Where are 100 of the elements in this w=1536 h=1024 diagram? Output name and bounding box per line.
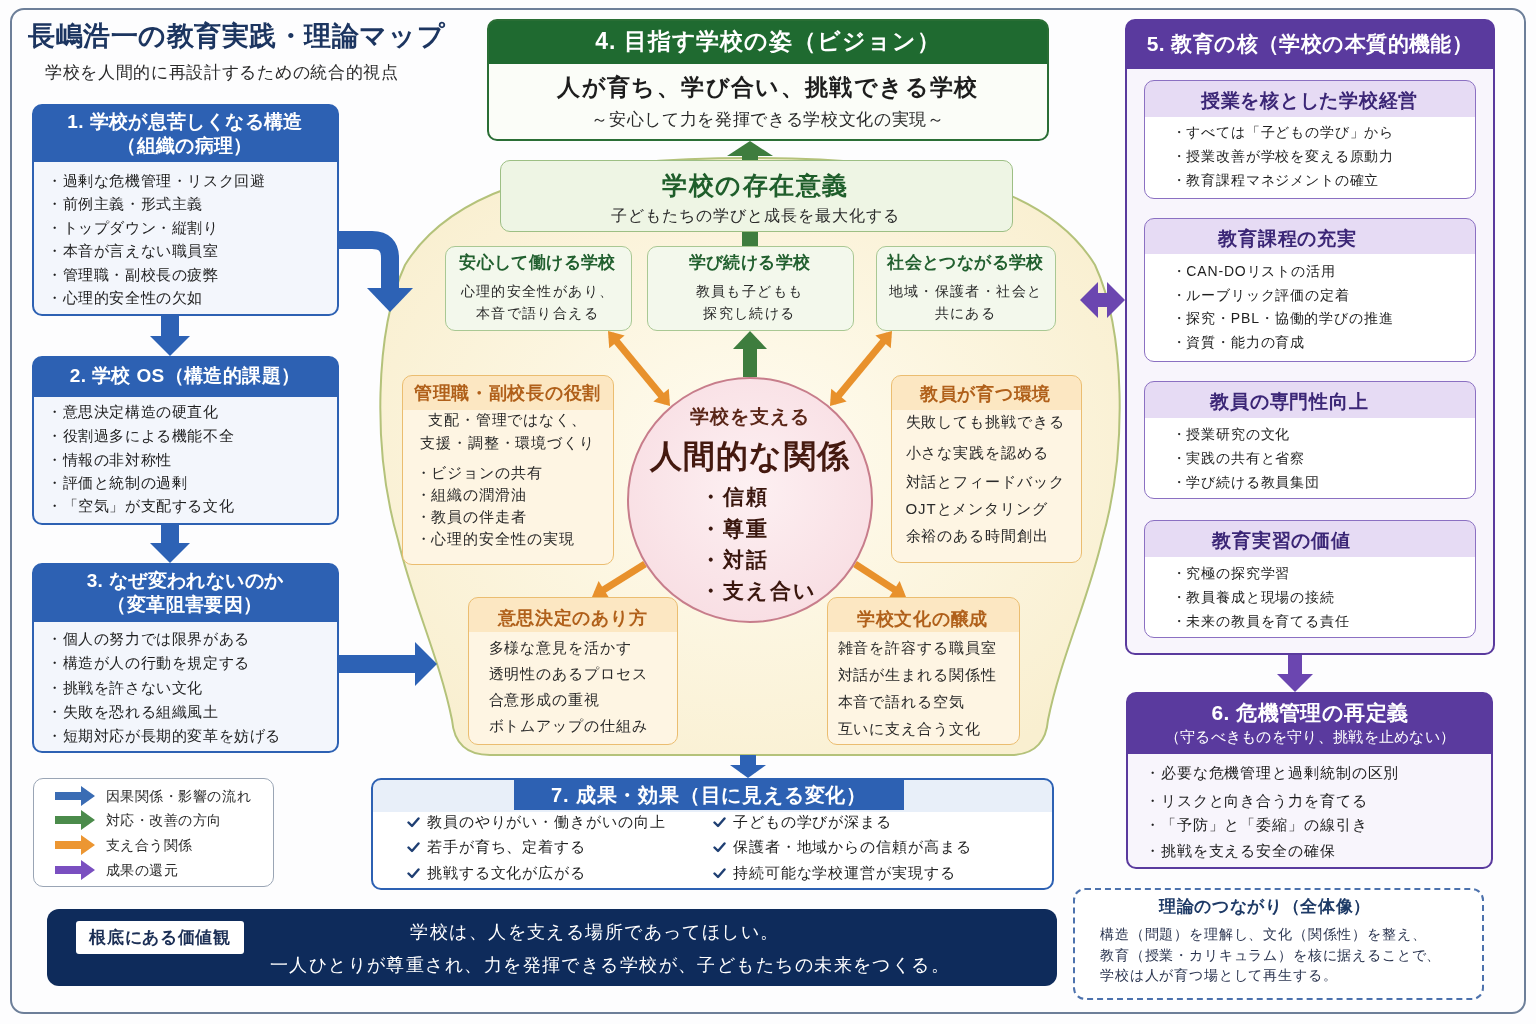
list-item: ・過剰な危機管理・リスク回避 bbox=[47, 171, 266, 191]
list-item: 余裕のある時間創出 bbox=[905, 525, 1049, 546]
connector-bar bbox=[742, 232, 758, 246]
arrow bbox=[1277, 655, 1313, 692]
arrow bbox=[853, 561, 906, 598]
body-text: 地域・保護者・社会と共にある bbox=[887, 281, 1044, 323]
legend-label: 成果の還元 bbox=[105, 860, 179, 879]
section-heading: （組織の病理） bbox=[117, 134, 253, 158]
body-text: 支配・管理ではなく、支援・調整・環境づくり bbox=[420, 409, 595, 453]
list-item: ・授業研究の文化 bbox=[1171, 424, 1291, 443]
list-item: ・挑戦を支える安全の確保 bbox=[1145, 841, 1336, 861]
section-box bbox=[1125, 19, 1495, 655]
info-box bbox=[1144, 80, 1476, 199]
list-item: 失敗しても挑戦できる bbox=[905, 411, 1065, 432]
list-item: ・実践の共有と省察 bbox=[1171, 448, 1306, 467]
list-item: 互いに支え合う文化 bbox=[837, 718, 981, 739]
list-item: ・教員養成と現場の接続 bbox=[1171, 587, 1335, 606]
list-item: ・CAN-DOリストの活用 bbox=[1171, 261, 1336, 280]
list-item: ・未来の教員を育てる責任 bbox=[1171, 611, 1350, 630]
arrow bbox=[339, 642, 437, 686]
info-box bbox=[402, 375, 614, 565]
section-box bbox=[487, 19, 1049, 141]
section-box bbox=[32, 356, 339, 525]
list-item: ・意思決定構造の硬直化 bbox=[47, 402, 219, 422]
banner-text: 一人ひとりが尊重され、力を発揮できる学校が、子どもたちの未来をつくる。 bbox=[269, 954, 951, 977]
info-box bbox=[647, 246, 854, 331]
box-title: 教員が育つ環境 bbox=[920, 382, 1051, 405]
list-item: ・前例主義・形式主義 bbox=[47, 194, 203, 214]
list-item: 若手が育ち、定着する bbox=[427, 837, 586, 857]
list-item: ・心理的安全性の実現 bbox=[415, 528, 575, 548]
list-item: ・信頼 bbox=[700, 484, 770, 510]
list-item: ・「予防」と「委縮」の線引き bbox=[1145, 815, 1368, 835]
list-item: 合意形成の重視 bbox=[488, 689, 600, 710]
list-item: ・管理職・副校長の疲弊 bbox=[47, 265, 219, 285]
arrow bbox=[727, 141, 773, 160]
list-item: 持続可能な学校運営が実現する bbox=[733, 863, 956, 883]
list-item: ・トップダウン・縦割り bbox=[47, 218, 219, 238]
list-item: ・探究・PBL・協働的学びの推進 bbox=[1171, 308, 1394, 327]
legend-label: 支え合う関係 bbox=[105, 835, 193, 854]
list-item: ・リスクと向き合う力を育てる bbox=[1145, 791, 1368, 811]
list-item: ・教員の伴走者 bbox=[415, 506, 527, 527]
list-item: 小さな実践を認める bbox=[905, 442, 1049, 463]
section-heading: 5. 教育の核（学校の本質的機能） bbox=[1146, 30, 1474, 57]
list-item: ・構造が人の行動を規定する bbox=[47, 653, 250, 673]
section-heading: 6. 危機管理の再定義 bbox=[1211, 699, 1409, 726]
info-box bbox=[445, 246, 632, 331]
section-heading: （変革阻害要因） bbox=[107, 593, 263, 617]
box-title: 授業を核とした学校経営 bbox=[1200, 88, 1419, 112]
arrow bbox=[339, 231, 413, 312]
subheading: （守るべきものを守り、挑戦を止めない） bbox=[1164, 727, 1456, 747]
box-title: 意思決定のあり方 bbox=[497, 606, 648, 629]
info-box bbox=[1144, 520, 1476, 638]
list-item: ・授業改善が学校を変える原動力 bbox=[1171, 146, 1395, 165]
list-item: ・究極の探究学習 bbox=[1171, 563, 1291, 582]
list-item: 子どもの学びが深まる bbox=[733, 812, 892, 832]
banner bbox=[47, 909, 1057, 986]
box-title: 理論のつながり（全体像） bbox=[1158, 896, 1372, 918]
arrow bbox=[150, 525, 190, 563]
arrow bbox=[608, 331, 670, 406]
title: 長嶋浩一の教育実践・理論マップ bbox=[28, 20, 446, 53]
list-item: 対話が生まれる関係性 bbox=[837, 664, 997, 685]
box-title: 教員の専門性向上 bbox=[1210, 389, 1369, 413]
list-item: 保護者・地域からの信頼が高まる bbox=[733, 837, 972, 857]
section-heading: 1. 学校が息苦しくなる構造 bbox=[67, 110, 303, 134]
list-item: ・支え合い bbox=[700, 578, 818, 604]
list-item: ・必要な危機管理と過剰統制の区別 bbox=[1145, 763, 1400, 783]
info-box bbox=[876, 246, 1056, 331]
list-item: 透明性のあるプロセス bbox=[488, 663, 648, 684]
arrow bbox=[150, 316, 190, 356]
box-title: 学校の存在意義 bbox=[662, 169, 849, 201]
info-box bbox=[827, 597, 1020, 745]
subtitle: 学校を人間的に再設計するための統合的視点 bbox=[45, 62, 399, 84]
vision-statement: 人が育ち、学び合い、挑戦できる学校 bbox=[557, 73, 979, 102]
dashed-box bbox=[1073, 888, 1484, 1000]
list-item: ・短期対応が長期的変革を妨げる bbox=[47, 726, 281, 746]
label-box bbox=[76, 921, 244, 954]
box-title: 学び続ける学校 bbox=[688, 251, 811, 274]
section-box bbox=[371, 778, 1054, 890]
legend-label: 因果関係・影響の流れ bbox=[105, 786, 252, 805]
list-item: 本音で語れる空気 bbox=[837, 691, 965, 711]
body-text: 心理的安全性があり、本音で語り合える bbox=[460, 281, 615, 323]
list-item: ・学び続ける教員集団 bbox=[1171, 472, 1320, 491]
legend-label: 対応・改善の方向 bbox=[105, 811, 222, 830]
list-item: ・評価と統制の過剰 bbox=[47, 473, 188, 493]
info-box bbox=[1144, 218, 1476, 362]
arrow bbox=[830, 331, 892, 406]
list-item: 雑音を許容する職員室 bbox=[837, 637, 997, 658]
body-text: 構造（問題）を理解し、文化（関係性）を整え、教育（授業・カリキュラム）を核に据えることで、学校は人が育つ場として再生する。 bbox=[1100, 925, 1442, 986]
circle-subtitle: 学校を支える bbox=[689, 404, 811, 429]
box-title: 教育課程の充実 bbox=[1218, 226, 1357, 250]
info-box bbox=[1144, 381, 1476, 499]
bulb-panel bbox=[378, 156, 1122, 757]
box-title: 学校文化の醸成 bbox=[857, 607, 988, 630]
info-box bbox=[891, 375, 1082, 563]
list-item: 挑戦する文化が広がる bbox=[427, 863, 586, 883]
box-title: 根底にある価値観 bbox=[89, 927, 231, 949]
subheading: ～安心して力を発揮できる学校文化の実現～ bbox=[591, 109, 945, 131]
circle-title: 人間的な関係 bbox=[649, 437, 851, 476]
section-heading: 4. 目指す学校の姿（ビジョン） bbox=[595, 27, 941, 56]
section-heading: 2. 学校 OS（構造的課題） bbox=[69, 364, 301, 388]
